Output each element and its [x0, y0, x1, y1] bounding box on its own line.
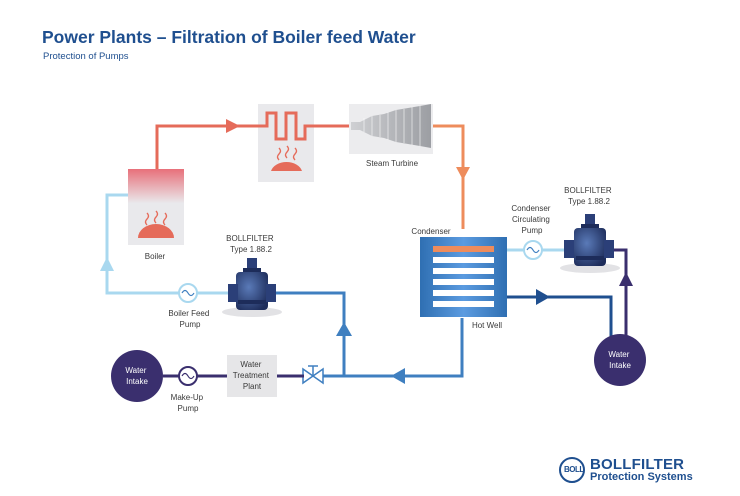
condensate-up-arrow: [336, 322, 352, 336]
heat-wave-icon: [162, 212, 168, 226]
steam-turbine-label: Steam Turbine: [366, 159, 419, 168]
svg-text:Water Intake: Water Intake: [608, 350, 631, 370]
boiler-label: Boiler: [145, 252, 166, 261]
exhaust-flow-arrow: [456, 167, 470, 180]
pump-icon: [181, 289, 195, 297]
feed-flow-arrow: [100, 257, 114, 271]
flame-icon: [138, 224, 174, 238]
bollfilter-right-label: BOLLFILTER Type 1.88.2: [564, 186, 614, 206]
pump-icon: [526, 246, 540, 254]
page-title: Power Plants – Filtration of Boiler feed…: [42, 27, 416, 47]
hot-well-label: Hot Well: [472, 321, 502, 330]
cooling-water-in-line: [507, 248, 633, 345]
bollfilter-left-label: BOLLFILTER Type 1.88.2: [226, 234, 276, 254]
condenser-circulating-pump-label: Condenser Circulating Pump: [511, 204, 552, 235]
svg-text:Water Treatment Pl: Water Treatment Plant: [233, 360, 271, 391]
flame-icon: [271, 161, 302, 171]
boiler-feed-pump[interactable]: [178, 283, 198, 303]
condenser-circulating-pump[interactable]: [523, 240, 543, 260]
steam-flow-arrow: [226, 119, 240, 133]
heat-wave-icon: [144, 212, 150, 226]
exhaust-steam-line: [432, 124, 470, 229]
logo-tagline: Protection Systems: [590, 471, 693, 483]
condenser: [420, 237, 507, 317]
feed-water-line: [100, 193, 183, 295]
boiler-feed-pump-label: Boiler Feed Pump: [168, 309, 211, 329]
water-intake-left: Water Intake: [111, 350, 163, 402]
make-up-pump[interactable]: [178, 366, 198, 386]
boiler: [128, 169, 184, 245]
superheater: [258, 104, 314, 182]
pump-icon: [181, 372, 195, 380]
heat-wave-icon: [276, 147, 282, 161]
steam-line: [155, 111, 350, 171]
condensate-flow-arrow: [391, 368, 405, 384]
water-intake-right: Water Intake: [594, 334, 646, 386]
intake-flow-arrow: [619, 272, 633, 286]
valve-icon[interactable]: [302, 365, 324, 385]
bollfilter-right[interactable]: [560, 214, 620, 273]
logo-name: BOLLFILTER: [590, 456, 685, 473]
cooling-flow-arrow: [536, 289, 550, 305]
logo-mark: BOLL: [559, 457, 585, 483]
water-treatment-plant: Water Treatment Plant: [227, 355, 277, 397]
steam-turbine: [349, 104, 433, 154]
page-subtitle: Protection of Pumps: [43, 51, 129, 62]
heat-wave-icon: [153, 210, 159, 224]
make-up-pump-label: Make-Up Pump: [171, 393, 206, 413]
heat-wave-icon: [292, 147, 298, 161]
heat-wave-icon: [284, 145, 290, 159]
bollfilter-left[interactable]: [222, 258, 282, 317]
condenser-label: Condenser: [411, 227, 450, 236]
condensate-line: [270, 291, 464, 384]
svg-text:Water Intake: Water Intake: [125, 366, 148, 386]
